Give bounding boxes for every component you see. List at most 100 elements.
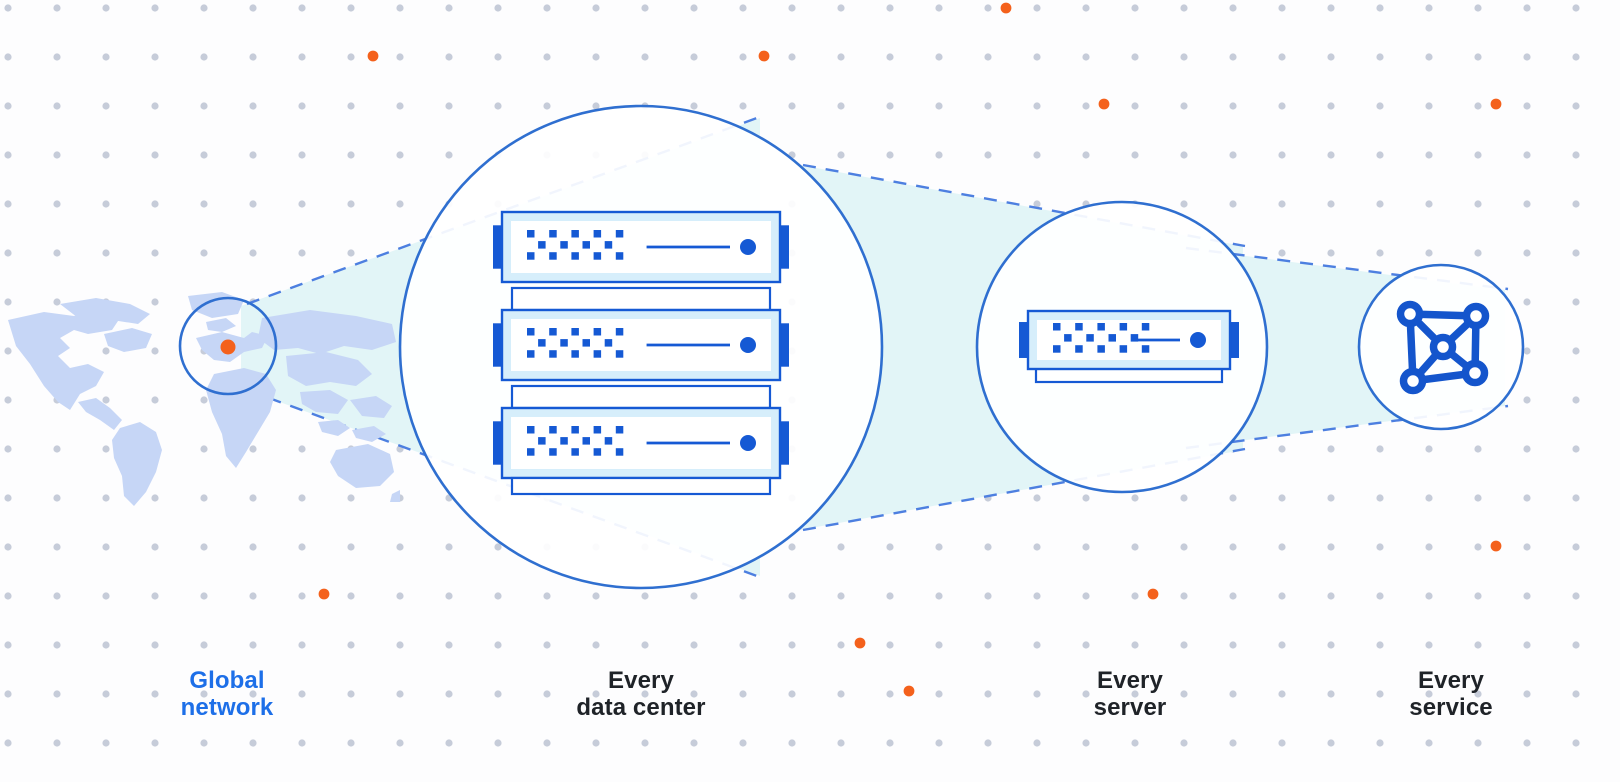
grid-dot [1131,494,1139,502]
node-center [1429,333,1457,361]
grid-dot [200,494,208,502]
grid-dot [151,641,159,649]
grid-dot [788,739,796,747]
led-cell [1097,323,1105,331]
led-cell [571,328,579,336]
grid-dot [151,592,159,600]
grid-dot [151,396,159,404]
grid-dot [641,53,649,61]
grid-dot [592,4,600,12]
rack-base [510,476,772,496]
grid-dot [935,739,943,747]
grid-dot [4,445,12,453]
grid-dot [1229,200,1237,208]
grid-dot [4,739,12,747]
grid-dot [1425,200,1433,208]
grid-dot [1572,641,1580,649]
node-bottom-left [1399,367,1427,395]
grid-dot [1523,396,1531,404]
grid-dot [1278,739,1286,747]
grid-dot [4,102,12,110]
grid-dot [1572,690,1580,698]
grid-dot [1572,739,1580,747]
grid-dot-accent [367,50,379,62]
grid-dot [53,200,61,208]
grid-dot [984,592,992,600]
grid-dot-accent [1147,588,1159,600]
grid-dot [200,396,208,404]
grid-dot [102,445,110,453]
grid-dot [494,690,502,698]
grid-dot [1327,690,1335,698]
grid-dot [298,151,306,159]
grid-dot [1033,543,1041,551]
grid-dot [788,543,796,551]
grid-dot [1229,690,1237,698]
grid-dot [396,543,404,551]
grid-dot [249,445,257,453]
grid-dot [249,53,257,61]
grid-dot [543,53,551,61]
grid-dot [298,592,306,600]
grid-dot [1523,4,1531,12]
grid-dot [249,739,257,747]
grid-dot [494,739,502,747]
grid-dot [690,739,698,747]
grid-dot [298,641,306,649]
grid-dot [837,543,845,551]
grid-dot [1180,200,1188,208]
grid-dot [445,592,453,600]
grid-dot [200,249,208,257]
grid-dot [347,200,355,208]
led-cell [1064,334,1072,342]
grid-dot [151,543,159,551]
grid-dot [641,739,649,747]
grid-dot [1180,739,1188,747]
grid-dot [494,641,502,649]
led-cell [593,426,602,434]
node-top-right [1462,302,1490,330]
grid-dot [53,592,61,600]
grid-dot [1474,739,1482,747]
grid-dot [445,690,453,698]
grid-dot [1376,543,1384,551]
led-cell [549,448,557,456]
node-bottom-right [1461,359,1489,387]
grid-dot-accent [1098,98,1110,110]
grid-dot [200,102,208,110]
led-cell [549,328,557,336]
grid-dot [396,102,404,110]
grid-dot-accent [318,588,330,600]
server-status-led [740,435,756,451]
grid-dot-accent [1000,2,1012,14]
grid-dot [53,4,61,12]
grid-dot [1327,151,1335,159]
grid-dot [1278,249,1286,257]
grid-dot [151,151,159,159]
grid-dot [102,200,110,208]
grid-dot [151,53,159,61]
grid-dot [396,690,404,698]
led-cell [1141,323,1150,331]
grid-dot [200,739,208,747]
grid-dot [102,592,110,600]
grid-dot [1523,53,1531,61]
grid-dot [298,53,306,61]
grid-dot [102,4,110,12]
grid-dot [151,200,159,208]
grid-dot [445,641,453,649]
grid-dot [200,151,208,159]
grid-dot [935,543,943,551]
grid-dot [984,151,992,159]
grid-dot [543,592,551,600]
led-cell [604,241,613,249]
grid-dot [1474,494,1482,502]
led-cell [615,230,624,238]
grid-dot [1572,396,1580,404]
grid-dot [935,53,943,61]
grid-dot [396,4,404,12]
grid-dot [53,641,61,649]
world-map-icon [8,292,400,506]
grid-dot [1376,200,1384,208]
grid-dot [641,592,649,600]
